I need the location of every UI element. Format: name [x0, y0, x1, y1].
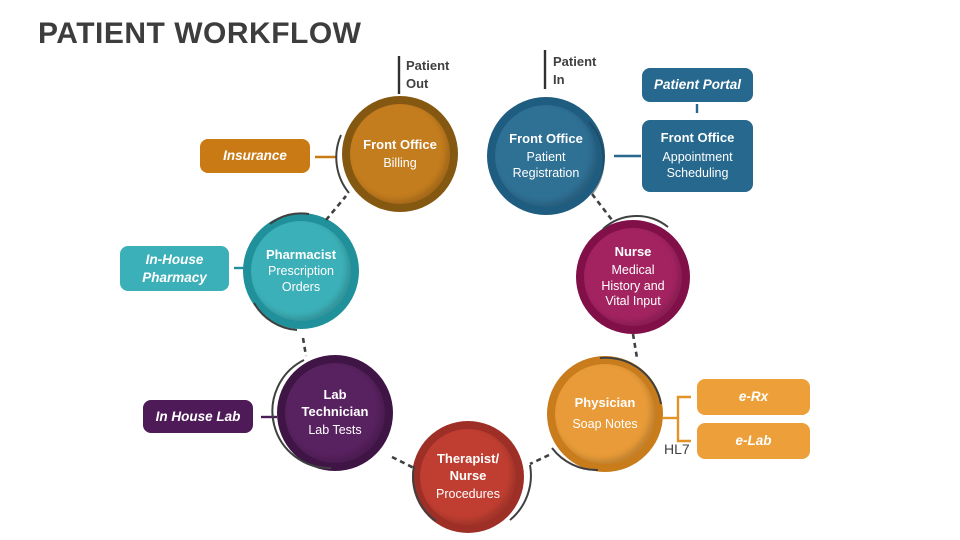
box-role: Front Office — [660, 130, 735, 146]
node-label: Front Office Patient Registration — [504, 131, 588, 182]
node-task: Medical History and Vital Input — [601, 263, 665, 309]
node-label: Pharmacist Prescription Orders — [260, 247, 342, 296]
box-label: Patient Portal — [653, 77, 742, 93]
link-physician-therapist — [529, 453, 550, 466]
box-patient-portal: Patient Portal — [642, 68, 753, 102]
link-labtech-pharmacist — [301, 337, 308, 357]
node-role: Lab Technician — [301, 387, 369, 419]
node-front-office-registration-body: Front Office Patient Registration — [495, 105, 597, 207]
hl7-to-elab-arrow — [676, 418, 691, 443]
node-label: Lab Technician Lab Tests — [295, 387, 375, 438]
box-appointment-scheduling: Front Office Appointment Scheduling — [642, 120, 753, 192]
link-therapist-labtech — [391, 455, 415, 470]
patient-in-label: Patient In — [553, 54, 597, 87]
node-therapist-nurse-body: Therapist/ Nurse Procedures — [420, 429, 516, 525]
hl7-label: HL7 — [664, 441, 690, 457]
node-task: Lab Tests — [308, 422, 362, 437]
box-e-lab: e-Lab — [697, 423, 810, 459]
node-therapist-nurse: Therapist/ Nurse Procedures — [412, 421, 524, 533]
link-nurse-physician — [631, 333, 639, 359]
node-label: Nurse Medical History and Vital Input — [593, 244, 673, 310]
link-pharmacist-billing — [325, 195, 347, 221]
node-role: Physician — [574, 395, 636, 411]
node-task: Procedures — [436, 486, 500, 501]
node-task: Prescription Orders — [268, 264, 334, 294]
node-role: Therapist/ Nurse — [436, 451, 500, 483]
node-front-office-billing-body: Front Office Billing — [350, 104, 450, 204]
node-nurse-body: Nurse Medical History and Vital Input — [584, 228, 682, 326]
box-label: Insurance — [223, 148, 287, 164]
box-in-house-lab: In House Lab — [143, 400, 253, 433]
box-label: In-House Pharmacy — [142, 251, 207, 285]
node-label: Physician Soap Notes — [563, 395, 647, 433]
node-task: Patient Registration — [512, 150, 580, 180]
box-label: In House Lab — [155, 408, 241, 424]
node-pharmacist-body: Pharmacist Prescription Orders — [251, 221, 351, 321]
node-role: Pharmacist — [265, 246, 337, 262]
node-physician-body: Physician Soap Notes — [555, 364, 655, 464]
node-nurse: Nurse Medical History and Vital Input — [576, 220, 690, 334]
node-role: Front Office — [509, 130, 583, 146]
node-label: Therapist/ Nurse Procedures — [428, 451, 508, 502]
node-role: Front Office — [363, 136, 437, 152]
box-insurance: Insurance — [200, 139, 310, 173]
link-registration-nurse — [590, 193, 614, 221]
box-in-house-pharmacy: In-House Pharmacy — [120, 246, 229, 291]
node-lab-technician-body: Lab Technician Lab Tests — [285, 363, 385, 463]
page-title: PATIENT WORKFLOW — [38, 17, 362, 50]
box-e-rx: e-Rx — [697, 379, 810, 415]
patient-out-label: Patient Out — [406, 58, 450, 91]
node-lab-technician: Lab Technician Lab Tests — [277, 355, 393, 471]
node-front-office-billing: Front Office Billing — [342, 96, 458, 212]
node-pharmacist: Pharmacist Prescription Orders — [243, 213, 359, 329]
hl7-to-erx-arrow — [676, 395, 691, 418]
node-task: Billing — [383, 155, 417, 170]
box-task: Appointment Scheduling — [662, 150, 733, 181]
box-label: e-Lab — [735, 433, 772, 449]
node-front-office-registration: Front Office Patient Registration — [487, 97, 605, 215]
node-label: Front Office Billing — [355, 137, 445, 172]
node-task: Soap Notes — [572, 417, 638, 432]
node-role: Nurse — [614, 243, 652, 259]
box-label: e-Rx — [738, 389, 769, 405]
node-physician: Physician Soap Notes — [547, 356, 663, 472]
